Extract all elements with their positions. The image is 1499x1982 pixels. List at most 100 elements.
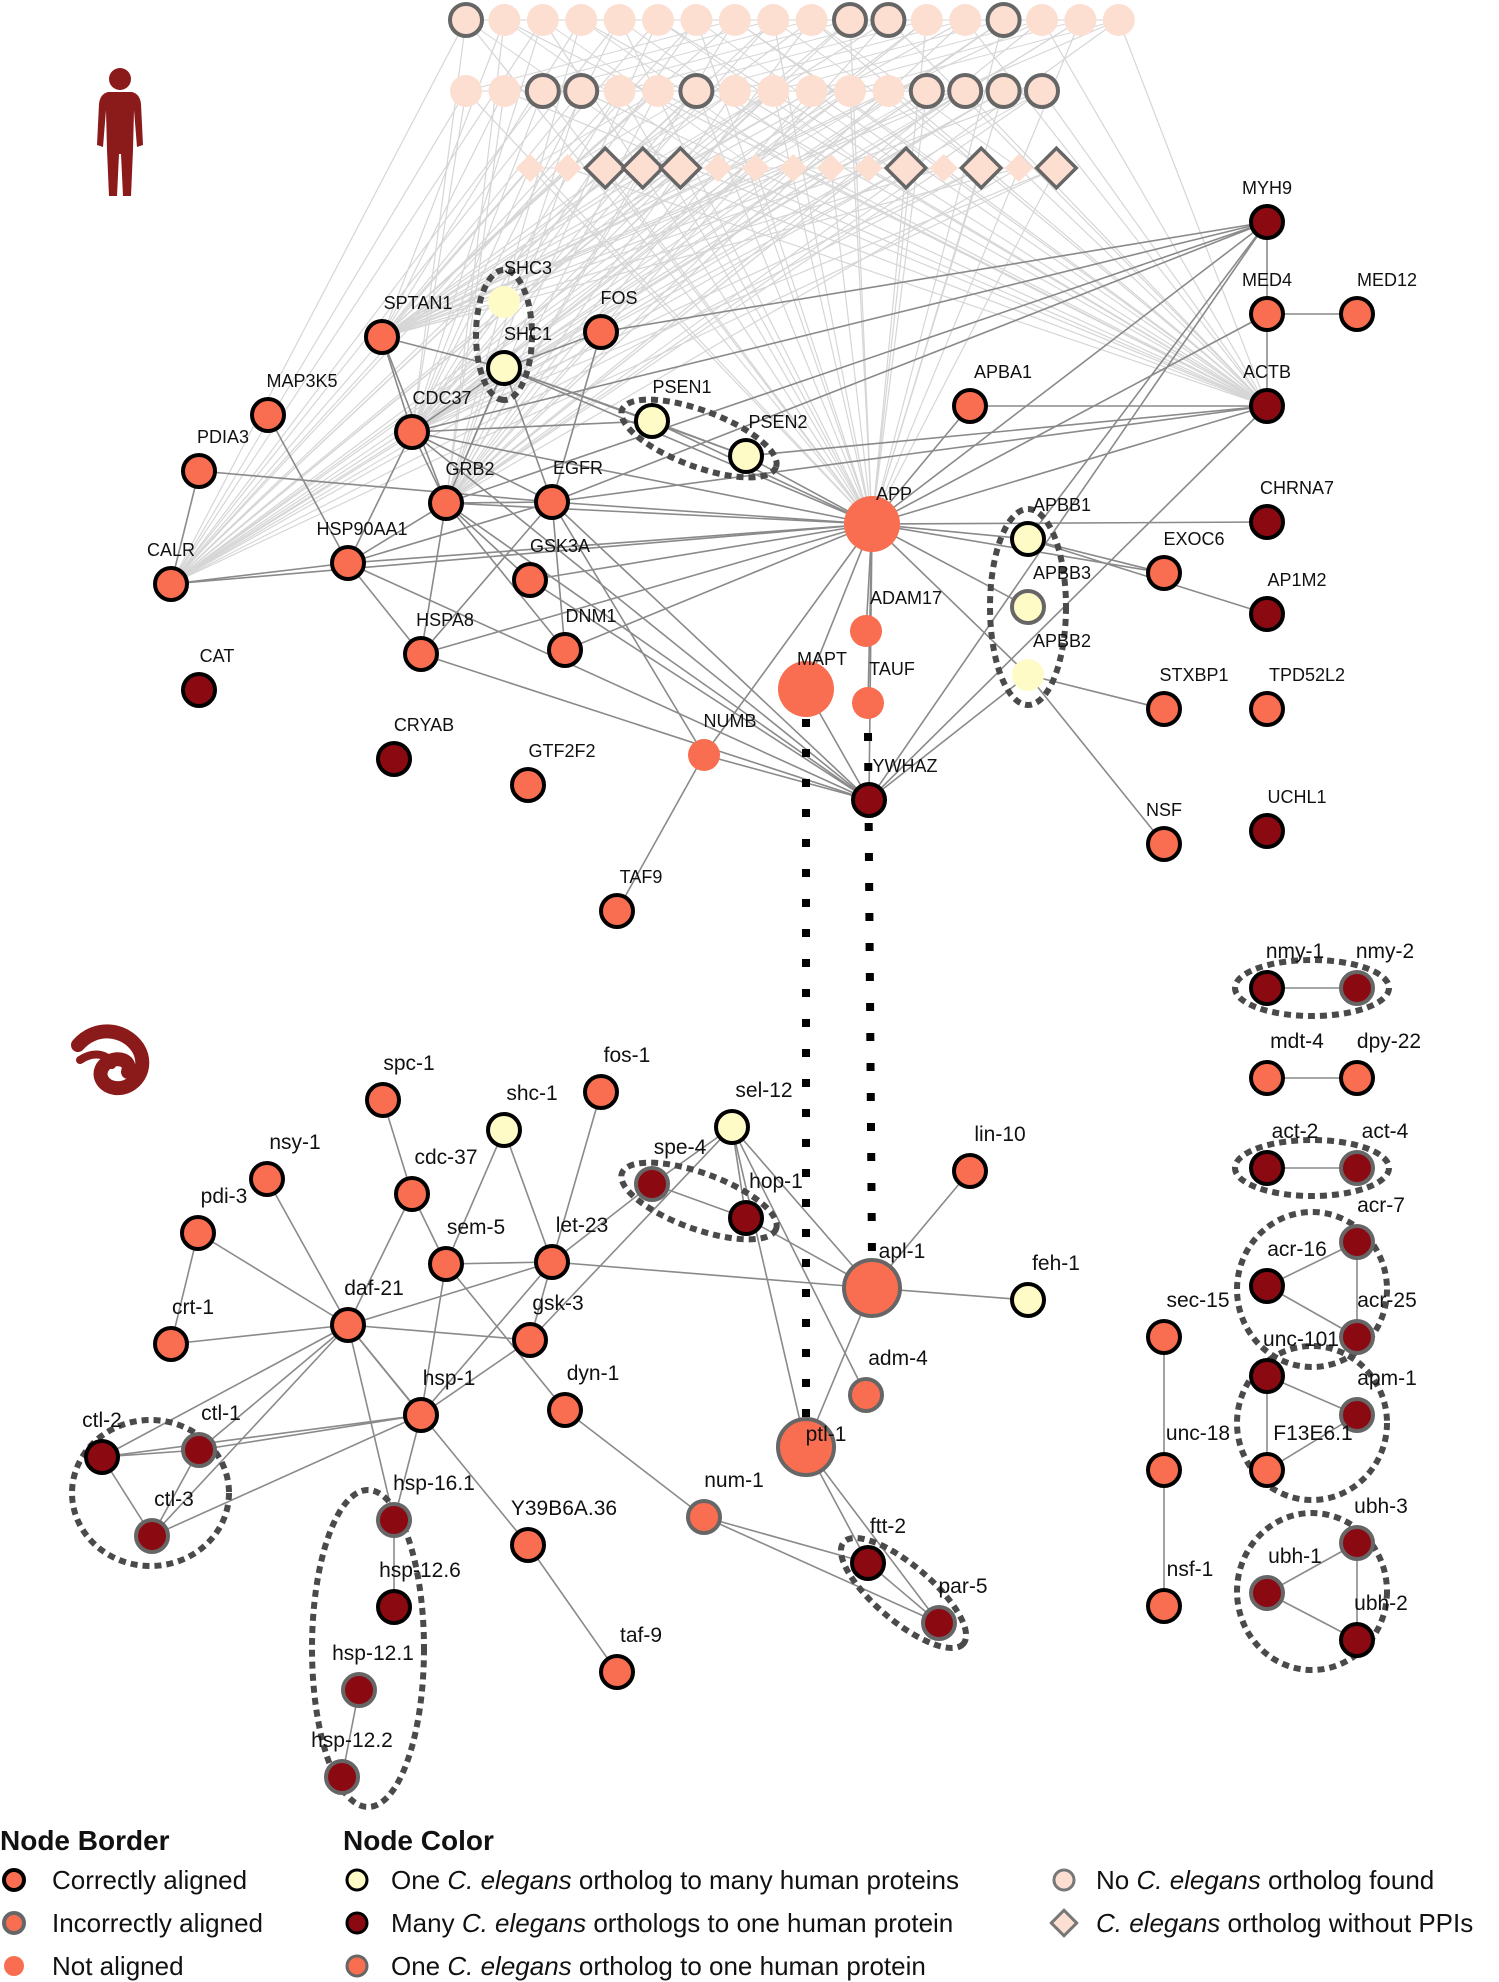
edge-nsy-1-daf-21 [266, 1178, 349, 1326]
ortholog-no-ppi-node [741, 153, 770, 183]
human-node-stxbp1 [1146, 691, 1182, 727]
worm-node-hsp-12-2 [324, 1759, 360, 1795]
human-label-fos: FOS [600, 288, 637, 308]
edge-grb2-gsk3a [445, 502, 531, 581]
human-label-psen2: PSEN2 [748, 412, 807, 432]
edge-let-23-daf-21 [347, 1261, 553, 1326]
stub-edge [381, 167, 869, 338]
worm-node-unc-101 [1249, 1358, 1285, 1394]
ortholog-group-outline [1232, 1137, 1392, 1199]
human-node-sptan1 [364, 319, 400, 355]
legend-color-swatch-one-to-one [345, 1954, 369, 1978]
human-node-apba1 [952, 388, 988, 424]
edge-numb-taf9 [616, 754, 705, 912]
edge-apbb2-nsf [1027, 674, 1165, 845]
edge-daf-21-y39b6a-36 [347, 1324, 529, 1546]
stub-edge [381, 90, 812, 338]
edge-actb-egfr [551, 405, 1268, 503]
human-node-uchl1 [1249, 813, 1285, 849]
legend-extra-label-diamond: C. elegans ortholog without PPIs [1096, 1908, 1473, 1938]
worm-label-spe-4: spe-4 [654, 1136, 707, 1159]
edge-let-23-hsp-1 [420, 1261, 553, 1416]
worm-label-num-1: num-1 [704, 1469, 764, 1492]
human-label-actb: ACTB [1243, 362, 1291, 382]
legend-no-ortholog-swatch [1052, 1868, 1076, 1892]
edge-hsp90aa1-grb2 [347, 502, 447, 564]
human-node-cat [181, 672, 217, 708]
worm-node-shc-1 [486, 1112, 522, 1148]
worm-node-ftt-2 [850, 1545, 886, 1581]
human-label-tauf: TAUF [869, 659, 915, 679]
stub-edge [170, 167, 606, 585]
edge-app-egfr [551, 501, 873, 525]
edge-app-shc1 [503, 367, 873, 525]
worm-node-daf-21 [330, 1307, 366, 1343]
edge-app-calr [170, 523, 873, 585]
ortholog-no-ppi-node [658, 145, 703, 191]
human-label-myh9: MYH9 [1242, 178, 1292, 198]
edge-egfr-shc1 [503, 367, 553, 503]
human-node-psen2 [728, 438, 764, 474]
unmapped-node [678, 73, 715, 109]
stub-edge [604, 90, 736, 169]
worm-node-nsy-1 [249, 1161, 285, 1197]
stub-edge [755, 167, 873, 525]
unmapped-node [718, 4, 751, 36]
edge-egfr-fos [551, 331, 602, 503]
edge-hsp-1-ctl-3 [151, 1414, 422, 1537]
legend-color-title: Node Color [343, 1825, 494, 1856]
stub-edge [411, 19, 544, 433]
edge-fos-1-let-23 [551, 1091, 602, 1263]
worm-node-y39b6a-36 [510, 1527, 546, 1563]
unmapped-node [642, 4, 674, 36]
stub-edge [567, 167, 1268, 407]
human-node-psen1 [634, 403, 670, 439]
stub-edge [642, 90, 774, 169]
edge-pdi-3-daf-21 [197, 1232, 349, 1326]
stub-edge [170, 19, 467, 585]
human-node-med12 [1339, 296, 1375, 332]
stub-edge [381, 167, 794, 338]
stub-edge [717, 90, 851, 169]
worm-node-dpy-22 [1339, 1060, 1375, 1096]
worm-label-ubh-1: ubh-1 [1268, 1545, 1322, 1568]
stub-edge [905, 90, 1043, 169]
stub-edge [830, 90, 966, 169]
worm-node-sem-5 [428, 1246, 464, 1282]
edge-app-grb2 [445, 502, 873, 525]
human-node-apbb1 [1010, 521, 1046, 557]
stub-edge [849, 90, 873, 525]
ortholog-group-outline [1234, 1343, 1390, 1503]
human-node-app [844, 496, 900, 552]
stub-edge [411, 167, 982, 433]
stub-edge [1041, 19, 1268, 407]
edge-daf-21-ctl-1 [198, 1324, 349, 1451]
worm-label-ubh-3: ubh-3 [1354, 1495, 1408, 1518]
legend-color-label-many-to-one: Many C. elegans orthologs to one human p… [391, 1908, 953, 1938]
worm-label-unc-101: unc-101 [1263, 1328, 1339, 1351]
human-node-gsk3a [512, 562, 548, 598]
worm-label-nmy-1: nmy-1 [1266, 940, 1324, 963]
worm-node-hsp-1 [403, 1397, 439, 1433]
unmapped-node [910, 4, 943, 36]
human-label-gsk3a: GSK3A [530, 536, 590, 556]
human-label-apbb3: APBB3 [1033, 563, 1091, 583]
worm-label-ubh-2: ubh-2 [1354, 1592, 1408, 1615]
worm-node-ctl-3 [134, 1518, 170, 1554]
stub-edge [170, 19, 697, 585]
edge-actb-psen2 [745, 405, 1268, 457]
human-node-taf9 [599, 893, 635, 929]
unmapped-node [870, 2, 907, 38]
worm-node-ctl-2 [84, 1439, 120, 1475]
human-node-chrna7 [1249, 504, 1285, 540]
worm-label-par-5: par-5 [938, 1575, 987, 1598]
edge-myh9-cdc37 [411, 221, 1268, 433]
stub-edge [1018, 167, 1268, 407]
stub-edge [170, 90, 544, 585]
unmapped-node [488, 4, 521, 36]
legend-border-label-none: Not aligned [52, 1951, 184, 1981]
stub-edge [411, 167, 756, 433]
stub-edge [411, 167, 907, 433]
ortholog-no-ppi-node [854, 153, 883, 183]
unmapped-node [718, 75, 751, 107]
